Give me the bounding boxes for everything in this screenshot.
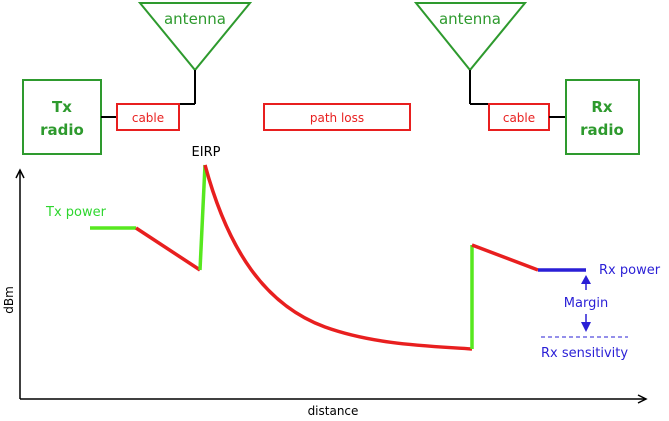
x-axis-arrowhead	[637, 394, 648, 404]
margin-arrow-down-icon	[581, 322, 591, 332]
margin-arrow-up-icon	[581, 275, 591, 284]
tx-antenna-icon	[137, 2, 253, 72]
tx-radio-label-line2: radio	[40, 121, 84, 139]
path-loss-curve	[203, 164, 473, 351]
path-loss-label: path loss	[310, 111, 364, 125]
rx-radio-label-line2: radio	[580, 121, 624, 139]
tx-power-label: Tx power	[45, 205, 107, 220]
tx-radio-box	[22, 79, 102, 155]
y-axis-arrowhead	[15, 168, 25, 179]
tx-cable-loss	[135, 226, 201, 272]
tx-antenna-gain	[198, 164, 207, 271]
rx-power-label: Rx power	[599, 263, 661, 278]
tx-cable-box	[116, 103, 180, 131]
tx-antenna-label: antenna	[164, 10, 226, 28]
rx-radio-label-line1: Rx	[591, 98, 613, 116]
rx-cable-loss	[471, 243, 539, 272]
tx-cable-label: cable	[132, 111, 164, 125]
y-axis-label: dBm	[2, 286, 16, 314]
tx-radio-label-line1: Tx	[52, 98, 72, 116]
rx-antenna-label: antenna	[439, 10, 501, 28]
margin-label: Margin	[564, 296, 608, 311]
path-loss-box	[263, 103, 411, 131]
rx-cable-label: cable	[503, 111, 535, 125]
eirp-label: EIRP	[192, 145, 221, 160]
x-axis-label: distance	[308, 404, 359, 418]
rx-sensitivity-label: Rx sensitivity	[541, 346, 628, 361]
rx-antenna-icon	[413, 1, 528, 72]
rx-radio-box	[565, 79, 640, 155]
